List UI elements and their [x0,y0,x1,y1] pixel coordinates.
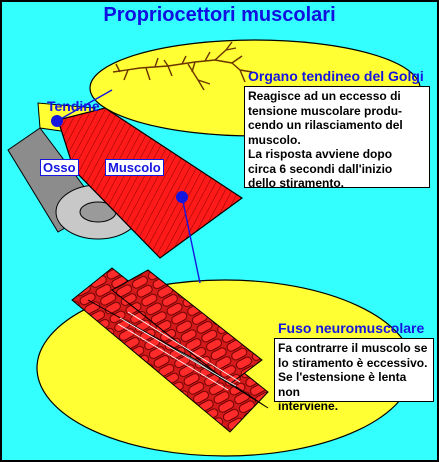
fuso-line: interviene. [278,399,339,413]
fuso-heading: Fuso neuromuscolare [278,320,425,336]
fuso-text-box: Fa contrarre il muscolo se lo stiramento… [274,338,434,413]
golgi-line: La risposta avviene dopo [248,147,393,161]
fuso-line: Se l'estensione è lenta non [278,370,407,399]
golgi-line: tensione muscolare produ- [248,103,403,118]
tendon-pointer-line [56,89,113,122]
golgi-line: Reagisce ad un eccesso di [248,89,401,103]
golgi-heading: Organo tendineo del Golgi [248,68,424,84]
muscle-label: Muscolo [105,159,164,176]
fuso-line: lo stiramento è eccessivo. [278,355,428,370]
bone-label: Osso [40,159,79,176]
page-title: Propriocettori muscolari [103,4,336,26]
golgi-line: cendo un rilasciamento del [248,118,403,132]
golgi-line: circa 6 secondi dall'inizio [248,161,393,176]
golgi-text-box: Reagisce ad un eccesso di tensione musco… [244,86,430,190]
muscle-pointer-line [181,196,201,284]
muscle-marker [176,191,188,203]
tendon-marker [51,115,63,127]
golgi-line: muscolo. [248,132,301,147]
golgi-line: dello stiramento. [248,176,345,190]
tendon-label: Tendine [47,98,100,114]
fuso-line: Fa contrarre il muscolo se [278,341,428,355]
golgi-nerve-ending [112,41,253,91]
muscle-spindle-drawing [71,267,269,433]
